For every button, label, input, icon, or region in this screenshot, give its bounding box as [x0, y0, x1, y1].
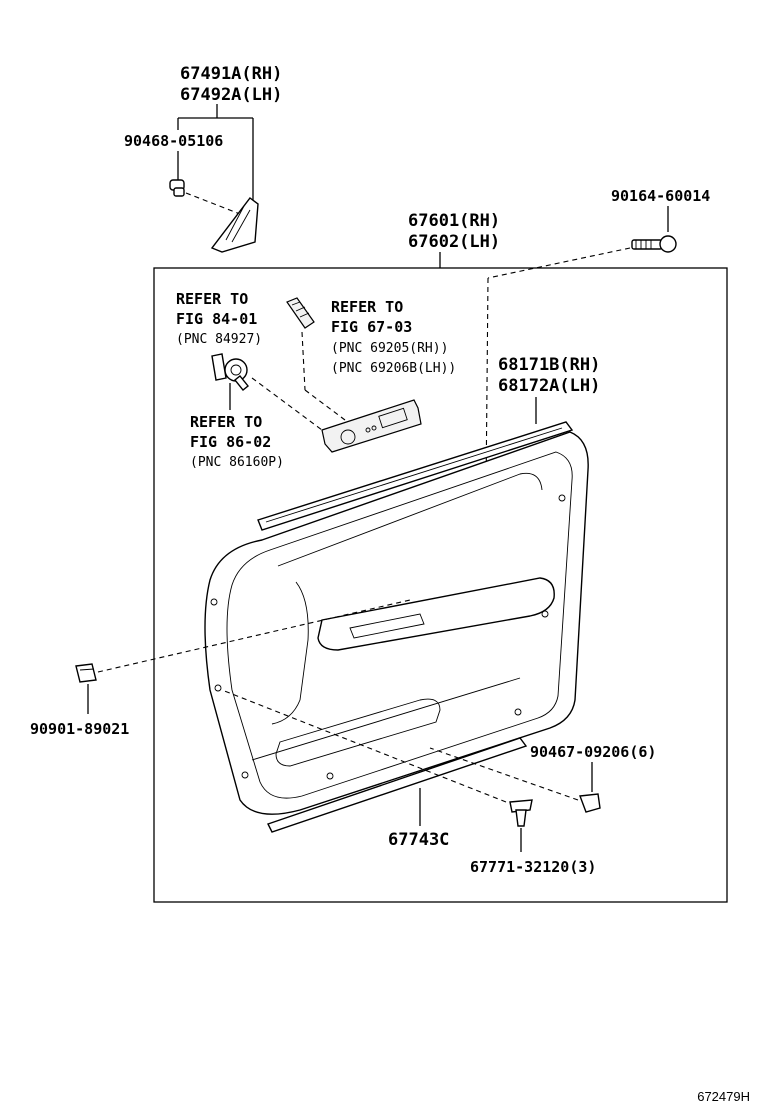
- ref1-line2: FIG 84-01: [176, 310, 257, 328]
- ref3-line3: (PNC 86160P): [190, 455, 284, 470]
- right-clip-group: 90467-09206(6): [429, 743, 656, 813]
- figure-code: 672479H: [697, 1089, 750, 1104]
- speaker-part: [211, 353, 249, 391]
- cover-rh-label: 67491A(RH): [180, 64, 282, 84]
- bolt-group: 90164-60014: [484, 187, 710, 601]
- clip-right-label: 90467-09206(6): [530, 743, 656, 761]
- board-label-group: 67601(RH) 67602(LH): [408, 211, 500, 268]
- ref3-line2: FIG 86-02: [190, 433, 271, 451]
- cover-screw-label: 90468-05106: [124, 132, 223, 150]
- cover-screw-part: [169, 179, 241, 215]
- door-trim-board-part: [204, 431, 589, 815]
- clip-left-label: 90901-89021: [30, 720, 129, 738]
- bottom-clip-group: 67771-32120(3): [221, 689, 596, 876]
- reference-fig-84-01: REFER TO FIG 84-01 (PNC 84927): [176, 290, 346, 421]
- corner-cover-part: [210, 197, 259, 253]
- lower-trim-strip-part: 67743C: [267, 737, 528, 850]
- board-rh-label: 67601(RH): [408, 211, 500, 231]
- ref1-line3: (PNC 84927): [176, 332, 262, 347]
- clip-bottom-label: 67771-32120(3): [470, 858, 596, 876]
- ref1-line1: REFER TO: [176, 290, 248, 308]
- ref2-line4: (PNC 69206B(LH)): [331, 361, 456, 376]
- left-clip-group: 90901-89021: [30, 599, 411, 738]
- ref2-line2: FIG 67-03: [331, 318, 412, 336]
- lower-trim-label: 67743C: [388, 830, 449, 850]
- bolt-label: 90164-60014: [611, 187, 710, 205]
- ref3-line1: REFER TO: [190, 413, 262, 431]
- weatherstrip-rh-label: 68171B(RH): [498, 355, 600, 375]
- weatherstrip-group: 68171B(RH) 68172A(LH): [257, 355, 600, 531]
- ref2-line1: REFER TO: [331, 298, 403, 316]
- board-assembly-frame: [153, 267, 728, 903]
- mirror-switch-part: [286, 297, 315, 329]
- cover-label-group: 67491A(RH) 67492A(LH) 90468-05106: [124, 64, 282, 150]
- cover-lh-label: 67492A(LH): [180, 85, 282, 105]
- weatherstrip-lh-label: 68172A(LH): [498, 376, 600, 396]
- power-window-switch-panel: [321, 399, 422, 453]
- reference-fig-86-02: REFER TO FIG 86-02 (PNC 86160P): [190, 353, 323, 470]
- ref2-line3: (PNC 69205(RH)): [331, 341, 448, 356]
- board-lh-label: 67602(LH): [408, 232, 500, 252]
- cover-leader-lines: [177, 104, 254, 202]
- reference-fig-67-03: REFER TO FIG 67-03 (PNC 69205(RH)) (PNC …: [331, 298, 456, 376]
